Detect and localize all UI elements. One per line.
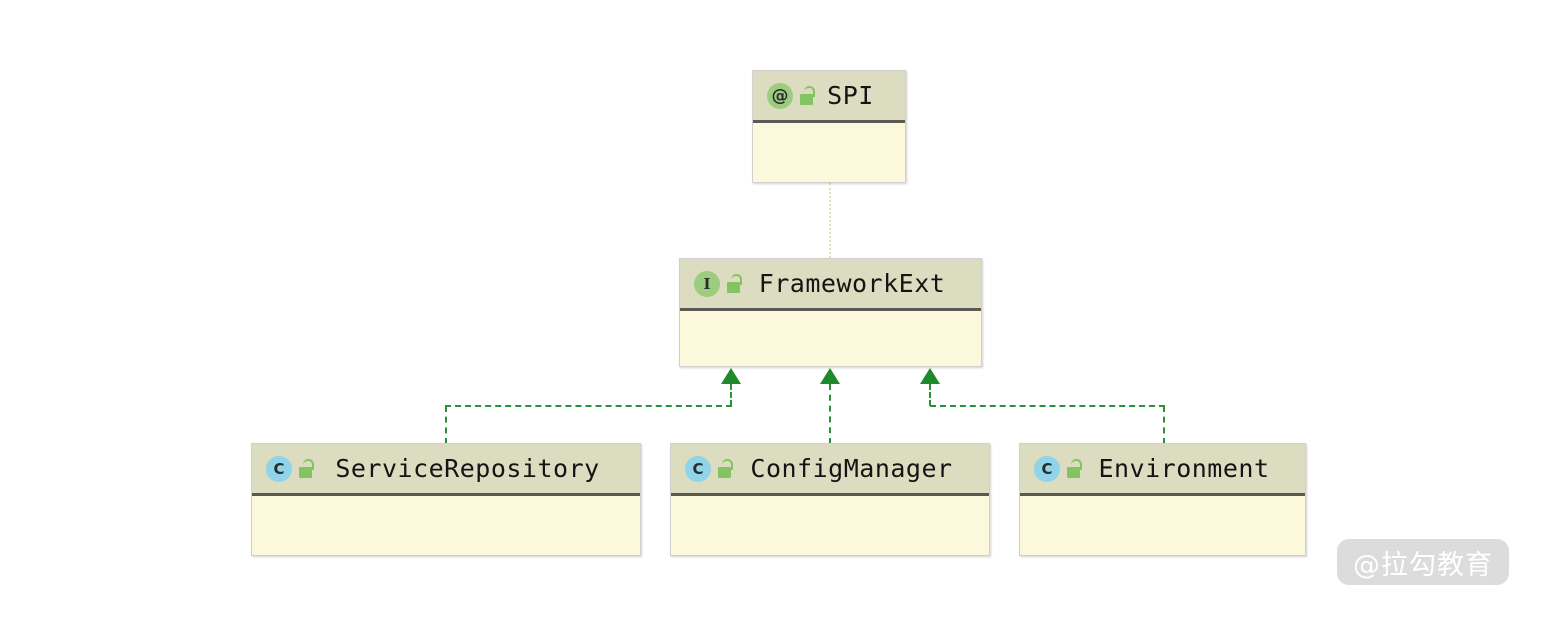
uml-node-environment[interactable]: C Environment	[1019, 443, 1306, 556]
edge-configmanager-vertical	[829, 384, 831, 444]
uml-node-configmanager-header: C ConfigManager	[671, 444, 989, 496]
uml-node-servicerepository-title: ServiceRepository	[335, 454, 600, 483]
arrow-head-configmanager	[820, 368, 840, 384]
class-icon: C	[1034, 455, 1060, 482]
unlocked-padlock-icon	[1067, 458, 1085, 479]
unlocked-padlock-icon	[727, 273, 745, 294]
uml-node-spi-title: SPI	[827, 81, 874, 110]
uml-node-spi-header: @ SPI	[753, 71, 905, 123]
uml-node-frameworkext-body	[680, 311, 981, 365]
uml-node-frameworkext-title: FrameworkExt	[758, 269, 946, 298]
class-icon: C	[685, 455, 711, 482]
uml-node-environment-body	[1020, 496, 1305, 554]
arrow-head-servicerepository	[721, 368, 741, 384]
edge-servicerepository-vertical-lower	[445, 406, 447, 444]
edge-environment-vertical-upper	[929, 384, 931, 406]
arrow-head-environment	[920, 368, 940, 384]
uml-node-environment-header: C Environment	[1020, 444, 1305, 496]
uml-node-configmanager-title: ConfigManager	[750, 454, 953, 483]
watermark: @拉勾教育	[1337, 539, 1509, 585]
edge-environment-vertical-lower	[1163, 406, 1165, 444]
uml-node-servicerepository[interactable]: C ServiceRepository	[251, 443, 641, 556]
uml-node-servicerepository-header: C ServiceRepository	[252, 444, 640, 496]
uml-node-configmanager[interactable]: C ConfigManager	[670, 443, 990, 556]
edge-spi-to-frameworkext	[829, 183, 831, 258]
uml-node-environment-title: Environment	[1098, 454, 1270, 483]
annotation-icon: @	[767, 82, 793, 109]
unlocked-padlock-icon	[718, 458, 736, 479]
uml-node-configmanager-body	[671, 496, 989, 554]
unlocked-padlock-icon	[800, 85, 818, 106]
uml-node-spi-body	[753, 123, 905, 181]
uml-node-servicerepository-body	[252, 496, 640, 554]
interface-icon: I	[694, 270, 720, 297]
uml-node-spi[interactable]: @ SPI	[752, 70, 906, 183]
uml-node-frameworkext-header: I FrameworkExt	[680, 259, 981, 311]
class-icon: C	[266, 455, 292, 482]
edge-servicerepository-vertical-upper	[730, 384, 732, 406]
watermark-text: @拉勾教育	[1353, 549, 1493, 581]
edge-servicerepository-horizontal	[445, 405, 732, 407]
edge-environment-horizontal	[930, 405, 1165, 407]
unlocked-padlock-icon	[299, 458, 317, 479]
uml-node-frameworkext[interactable]: I FrameworkExt	[679, 258, 982, 367]
